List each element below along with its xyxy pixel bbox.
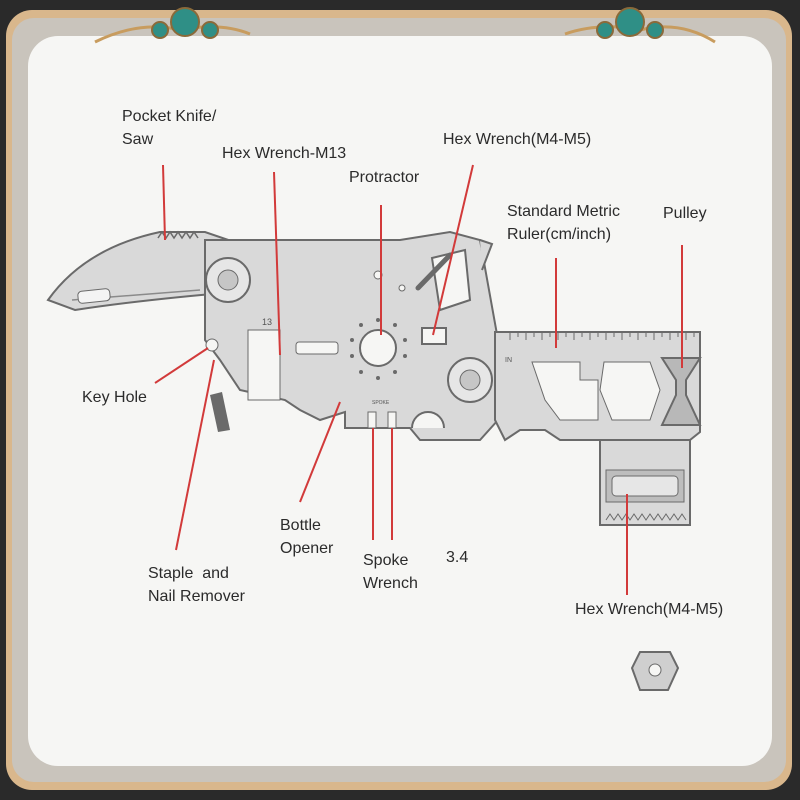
leader-bottle-opener: [299, 401, 341, 503]
label-staple-nail-remover: Staple and Nail Remover: [148, 565, 245, 606]
ruler-ticks: [509, 332, 695, 340]
tool-mark-in: IN: [505, 357, 512, 364]
leader-pocket-knife: [162, 164, 166, 241]
leader-lines: [154, 164, 683, 595]
label-spoke-wrench: Spoke Wrench: [363, 552, 418, 593]
right-ornament: [564, 7, 716, 44]
leader-hex-m13: [273, 171, 281, 356]
label-hex-wrench-m4m5-bottom: Hex Wrench(M4-M5): [575, 601, 724, 618]
pulley-shape: [660, 357, 702, 426]
label-number-3-4: 3.4: [446, 549, 469, 566]
label-hex-wrench-m4m5-top: Hex Wrench(M4-M5): [443, 131, 592, 148]
leader-key-hole: [154, 347, 209, 384]
leader-staple: [175, 359, 215, 551]
label-ruler: Standard Metric Ruler(cm/inch): [507, 203, 620, 244]
label-protractor: Protractor: [349, 169, 420, 186]
leader-hex-m4m5-top: [432, 164, 474, 336]
staple-remover-hook: [210, 392, 230, 432]
label-key-hole: Key Hole: [82, 389, 147, 406]
label-hex-wrench-m13: Hex Wrench-M13: [222, 145, 347, 162]
label-pulley: Pulley: [663, 205, 707, 222]
hex-m13-notch: [247, 329, 281, 401]
left-ornament: [94, 7, 251, 44]
label-bottle-opener: Bottle Opener: [280, 517, 334, 558]
protractor-hole: [359, 329, 397, 367]
tool-mark-13: 13: [262, 317, 272, 327]
protractor-dots: [350, 318, 407, 380]
label-pocket-knife: Pocket Knife/ Saw: [122, 108, 217, 149]
key-hole-ring: [205, 338, 219, 352]
tool-mark-spoke: SPOKE: [372, 400, 390, 406]
